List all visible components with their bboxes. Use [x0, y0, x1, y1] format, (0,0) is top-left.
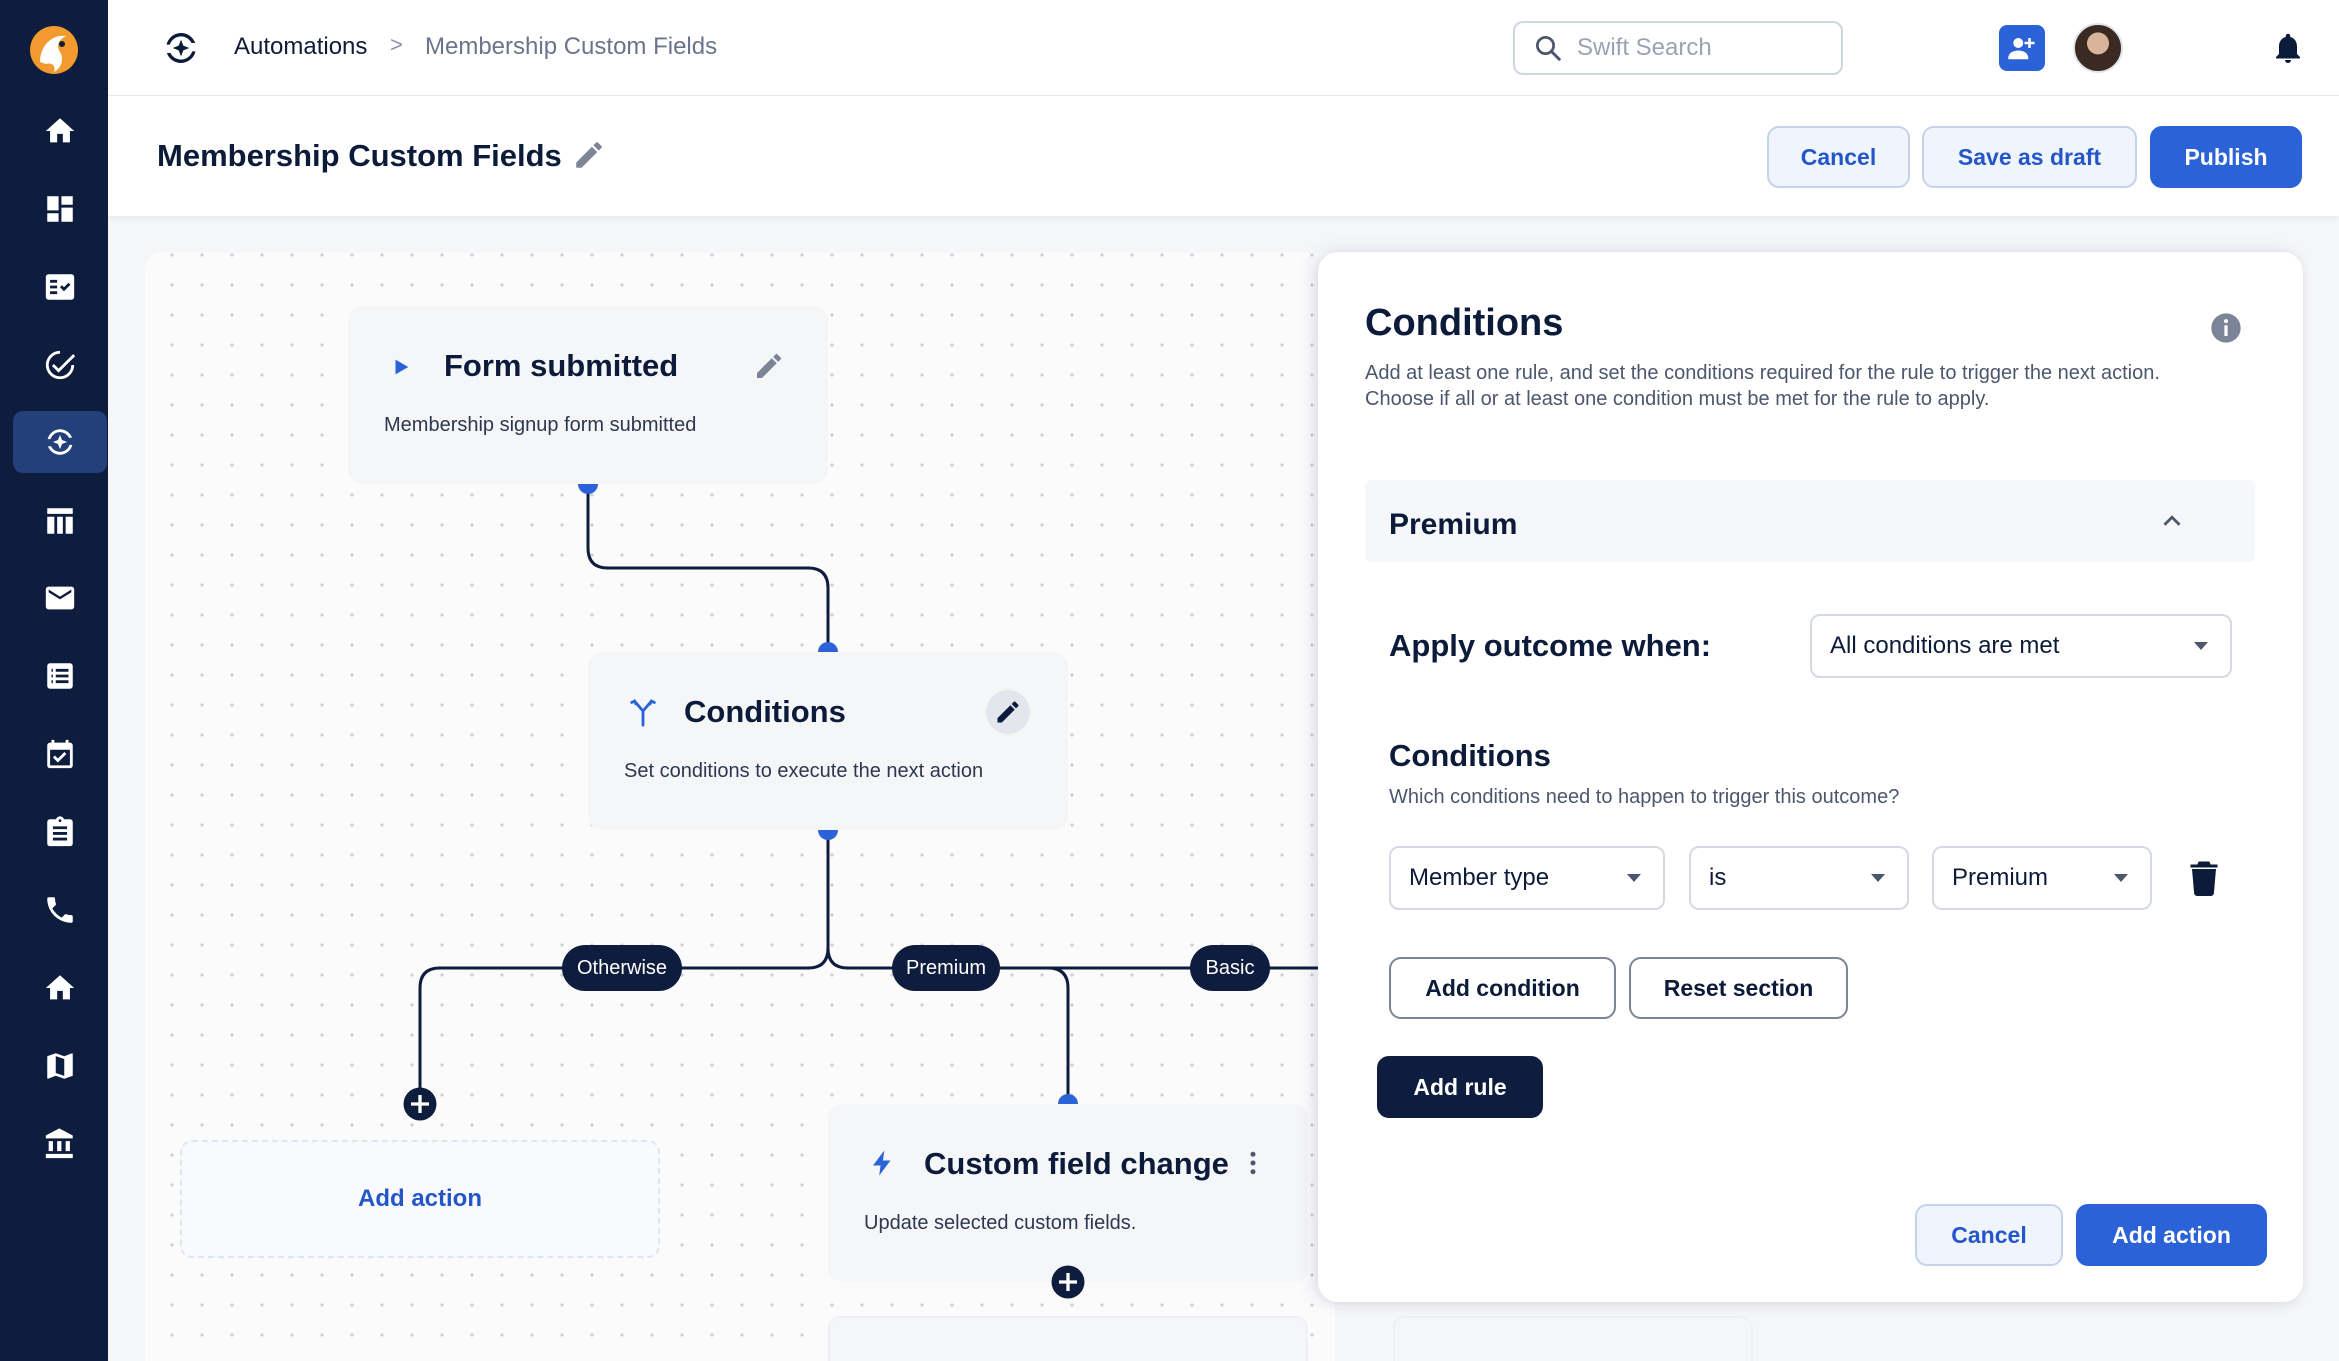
sidebar-item-tasks[interactable]	[13, 256, 107, 318]
home-icon	[45, 118, 75, 143]
sidebar-item-finance[interactable]	[13, 1113, 107, 1175]
automation-icon	[166, 32, 196, 64]
bell-icon[interactable]	[2270, 30, 2306, 66]
check-circle-icon	[45, 350, 76, 380]
sidebar-item-forms[interactable]	[13, 801, 107, 863]
next-node-placeholder	[828, 1316, 1308, 1361]
next-node-placeholder	[1393, 1316, 1753, 1361]
sidebar-item-approvals[interactable]	[13, 334, 107, 396]
phone-icon	[47, 897, 73, 923]
conditions-heading: Conditions	[1389, 738, 1551, 773]
custom-field-node-title: Custom field change	[924, 1146, 1229, 1181]
apply-outcome-value: All conditions are met	[1830, 632, 2060, 659]
condition-value-value: Premium	[1952, 864, 2049, 891]
caret-down-icon	[2114, 874, 2128, 882]
checklist-icon	[45, 274, 75, 300]
pencil-icon[interactable]	[572, 138, 606, 172]
breadcrumb-current: Membership Custom Fields	[425, 33, 718, 60]
custom-field-node[interactable]: Custom field change Update selected cust…	[828, 1104, 1308, 1282]
sidebar-item-lists[interactable]	[13, 645, 107, 707]
automation-icon	[47, 429, 73, 455]
rule-section-name: Premium	[1389, 508, 1518, 541]
reset-section-button[interactable]: Reset section	[1629, 957, 1848, 1019]
trigger-node-title: Form submitted	[444, 348, 679, 383]
plus-circle-icon[interactable]	[1050, 1264, 1086, 1300]
table-icon	[47, 508, 73, 534]
dashboard-icon	[47, 196, 73, 222]
search-input[interactable]	[1577, 34, 1817, 62]
more-vertical-icon[interactable]	[1238, 1148, 1268, 1178]
clipboard-icon	[47, 816, 73, 847]
breadcrumb-separator: >	[390, 32, 403, 57]
breadcrumb-automations[interactable]: Automations	[234, 33, 368, 60]
condition-operator-value: is	[1709, 864, 1727, 891]
plus-circle-icon[interactable]	[402, 1086, 438, 1122]
conditions-description: Which conditions need to happen to trigg…	[1389, 786, 1900, 808]
apply-outcome-select[interactable]: All conditions are met	[1810, 614, 2232, 678]
add-condition-button[interactable]: Add condition	[1389, 957, 1616, 1019]
sidebar-item-mail[interactable]	[13, 567, 107, 629]
condition-operator-select[interactable]: is	[1689, 846, 1909, 910]
bank-icon	[45, 1128, 73, 1159]
avatar[interactable]	[2073, 23, 2123, 73]
caret-down-icon	[1627, 874, 1641, 882]
sidebar-item-tables[interactable]	[13, 490, 107, 552]
page-title: Membership Custom Fields	[157, 138, 562, 173]
trash-icon[interactable]	[2189, 860, 2219, 896]
play-icon	[395, 359, 409, 375]
chevron-up-icon[interactable]	[2157, 506, 2187, 536]
trigger-node[interactable]: Form submitted Membership signup form su…	[348, 306, 828, 484]
condition-field-select[interactable]: Member type	[1389, 846, 1665, 910]
edit-conditions-button[interactable]	[986, 690, 1030, 734]
pencil-icon[interactable]	[753, 350, 785, 382]
sidebar-item-calls[interactable]	[13, 879, 107, 941]
cancel-button[interactable]: Cancel	[1767, 126, 1910, 188]
publish-button[interactable]: Publish	[2150, 126, 2302, 188]
sidebar	[0, 0, 108, 1361]
trigger-node-description: Membership signup form submitted	[384, 414, 697, 436]
search-icon	[1536, 36, 1561, 61]
list-icon	[47, 663, 73, 689]
condition-field-value: Member type	[1409, 864, 1550, 891]
map-icon	[47, 1053, 73, 1079]
conditions-node[interactable]: Conditions Set conditions to execute the…	[588, 652, 1068, 830]
custom-field-node-description: Update selected custom fields.	[864, 1212, 1137, 1234]
rule-section-header[interactable]: Premium	[1365, 480, 2255, 562]
apply-outcome-label: Apply outcome when:	[1389, 628, 1712, 663]
brand-logo-icon[interactable]	[26, 20, 82, 80]
sidebar-item-map[interactable]	[13, 1035, 107, 1097]
sidebar-item-home[interactable]	[13, 100, 107, 162]
top-bar: Automations > Membership Custom Fields	[108, 0, 2339, 96]
pencil-icon	[997, 701, 1019, 723]
branch-label-basic[interactable]: Basic	[1190, 945, 1270, 991]
sidebar-item-automations[interactable]	[13, 411, 107, 473]
house-icon	[45, 975, 75, 1000]
conditions-panel: Conditions Add at least one rule, and se…	[1318, 252, 2303, 1302]
sidebar-item-properties[interactable]	[13, 957, 107, 1019]
sidebar-item-calendar[interactable]	[13, 723, 107, 785]
calendar-check-icon	[47, 739, 73, 769]
panel-description: Add at least one rule, and set the condi…	[1365, 362, 2160, 410]
add-action-placeholder[interactable]: Add action	[180, 1140, 660, 1258]
caret-down-icon	[2194, 642, 2208, 650]
add-rule-button[interactable]: Add rule	[1377, 1056, 1543, 1118]
panel-title: Conditions	[1365, 302, 1564, 344]
mail-icon	[45, 586, 75, 610]
caret-down-icon	[1871, 874, 1885, 882]
panel-cancel-button[interactable]: Cancel	[1915, 1204, 2063, 1266]
condition-value-select[interactable]: Premium	[1932, 846, 2152, 910]
panel-add-action-button[interactable]: Add action	[2076, 1204, 2267, 1266]
sidebar-item-dashboard[interactable]	[13, 178, 107, 240]
conditions-node-description: Set conditions to execute the next actio…	[624, 760, 984, 782]
add-person-icon	[2008, 38, 2035, 60]
branch-icon	[630, 699, 656, 727]
conditions-node-title: Conditions	[684, 694, 846, 729]
info-icon[interactable]	[2210, 312, 2242, 344]
save-draft-button[interactable]: Save as draft	[1922, 126, 2137, 188]
search-box[interactable]	[1513, 21, 1843, 75]
lightning-icon	[873, 1150, 891, 1176]
branch-label-premium[interactable]: Premium	[892, 945, 1000, 991]
branch-label-otherwise[interactable]: Otherwise	[562, 945, 682, 991]
add-user-button[interactable]	[1999, 25, 2045, 71]
